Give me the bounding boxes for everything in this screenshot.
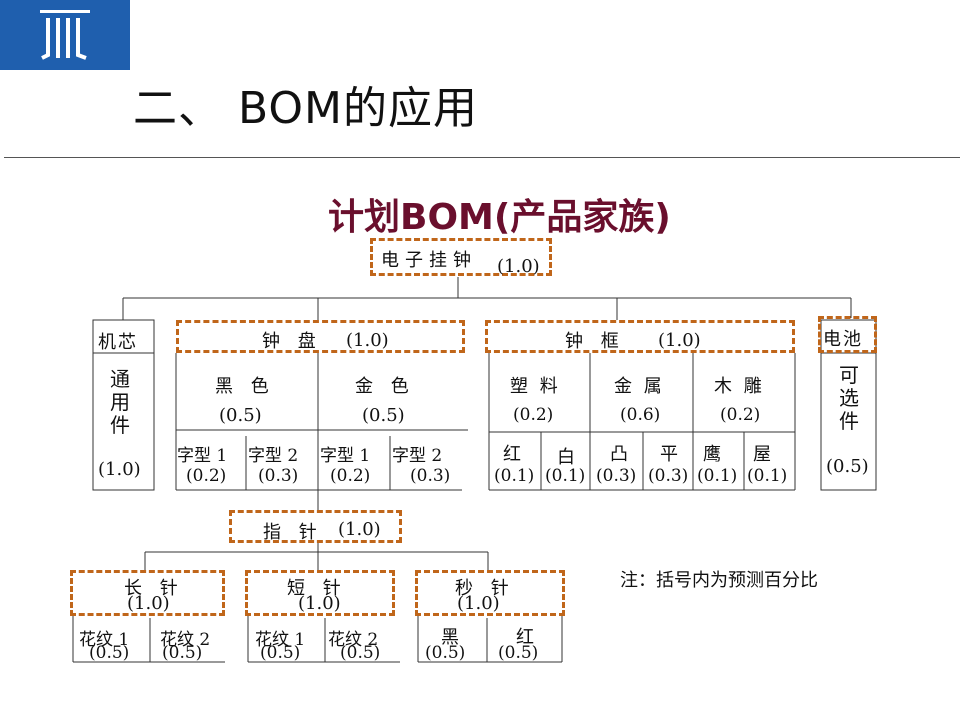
logo [0,0,130,70]
frame-material-pct: (0.2) [513,405,554,425]
frame-label: 钟 框 [565,331,625,352]
dial-type-pct: (0.2) [330,466,371,486]
frame-finish-label: 白 [557,447,581,468]
hand-sub-pct: (0.5) [340,643,381,663]
long-hand-highlight [70,570,225,616]
frame-finish-pct: (0.1) [697,466,738,486]
root-label: 电子挂钟 [381,250,477,271]
dial-label: 钟 盘 [262,331,322,352]
frame-finish-pct: (0.1) [545,466,586,486]
dial-pct: (1.0) [346,330,389,351]
movement-pct: (1.0) [98,459,141,480]
hand-pct: (1.0) [457,593,500,614]
dial-type-pct: (0.2) [186,466,227,486]
hand-sub-label: 花纹 2 [328,630,379,650]
dial-type-pct: (0.3) [410,466,451,486]
hands-label: 指 针 [263,522,323,543]
hand-sub-pct: (0.5) [162,643,203,663]
frame-pct: (1.0) [658,330,701,351]
dial-color-label: 黑 色 [215,376,275,397]
hand-pct: (1.0) [127,593,170,614]
root-highlight [370,238,552,276]
frame-finish-pct: (0.1) [494,466,535,486]
frame-finish-pct: (0.3) [648,466,689,486]
dial-color-label: 金 色 [355,376,415,397]
frame-finish-label: 鹰 [703,444,727,465]
dial-type-label: 字型 1 [177,446,228,466]
logo-mark-icon [40,10,90,60]
hand-sub-label: 黑 [441,627,465,648]
diagram-title: 计划BOM(产品家族) [328,197,671,238]
hand-pct: (1.0) [298,593,341,614]
frame-finish-label: 平 [660,444,684,465]
dial-type-label: 字型 1 [320,446,371,466]
hand-sub-label: 红 [516,627,540,648]
dial-highlight [176,320,465,353]
hand-sub-label: 花纹 2 [160,630,211,650]
title-divider [4,157,960,158]
forecast-note: 注：括号内为预测百分比 [620,570,818,591]
frame-finish-pct: (0.1) [747,466,788,486]
battery-highlight [818,316,877,353]
dial-type-label: 字型 2 [392,446,443,466]
second-hand-highlight [415,570,565,616]
frame-finish-label: 红 [503,444,527,465]
slide-title: 二、 BOM的应用 [133,83,478,134]
hand-label: 短 针 [287,578,347,599]
movement-label: 机芯 [98,332,138,353]
battery-label: 电池 [823,329,863,350]
frame-finish-label: 屋 [753,444,777,465]
hand-sub-pct: (0.5) [89,643,130,663]
frame-material-label: 金 属 [614,376,665,397]
battery-sub: 可选件 [839,363,859,433]
hand-label: 秒 针 [455,578,515,599]
hand-sub-label: 花纹 1 [79,630,130,650]
hand-sub-label: 花纹 1 [255,630,306,650]
hands-pct: (1.0) [338,519,381,540]
frame-material-pct: (0.6) [620,405,661,425]
frame-material-label: 木 雕 [714,376,765,397]
frame-material-pct: (0.2) [720,405,761,425]
hand-sub-pct: (0.5) [498,643,539,663]
frame-material-label: 塑 料 [510,376,561,397]
hand-label: 长 针 [124,578,184,599]
hands-highlight [229,510,402,543]
frame-finish-label: 凸 [610,444,634,465]
dial-type-label: 字型 2 [248,446,299,466]
dial-color-pct: (0.5) [362,405,405,426]
root-pct: (1.0) [497,256,540,277]
hand-sub-pct: (0.5) [425,643,466,663]
frame-highlight [485,320,795,353]
short-hand-highlight [245,570,395,616]
dial-color-pct: (0.5) [219,405,262,426]
movement-sub: 通用件 [110,367,130,437]
frame-finish-pct: (0.3) [596,466,637,486]
battery-pct: (0.5) [826,456,869,477]
hand-sub-pct: (0.5) [260,643,301,663]
dial-type-pct: (0.3) [258,466,299,486]
